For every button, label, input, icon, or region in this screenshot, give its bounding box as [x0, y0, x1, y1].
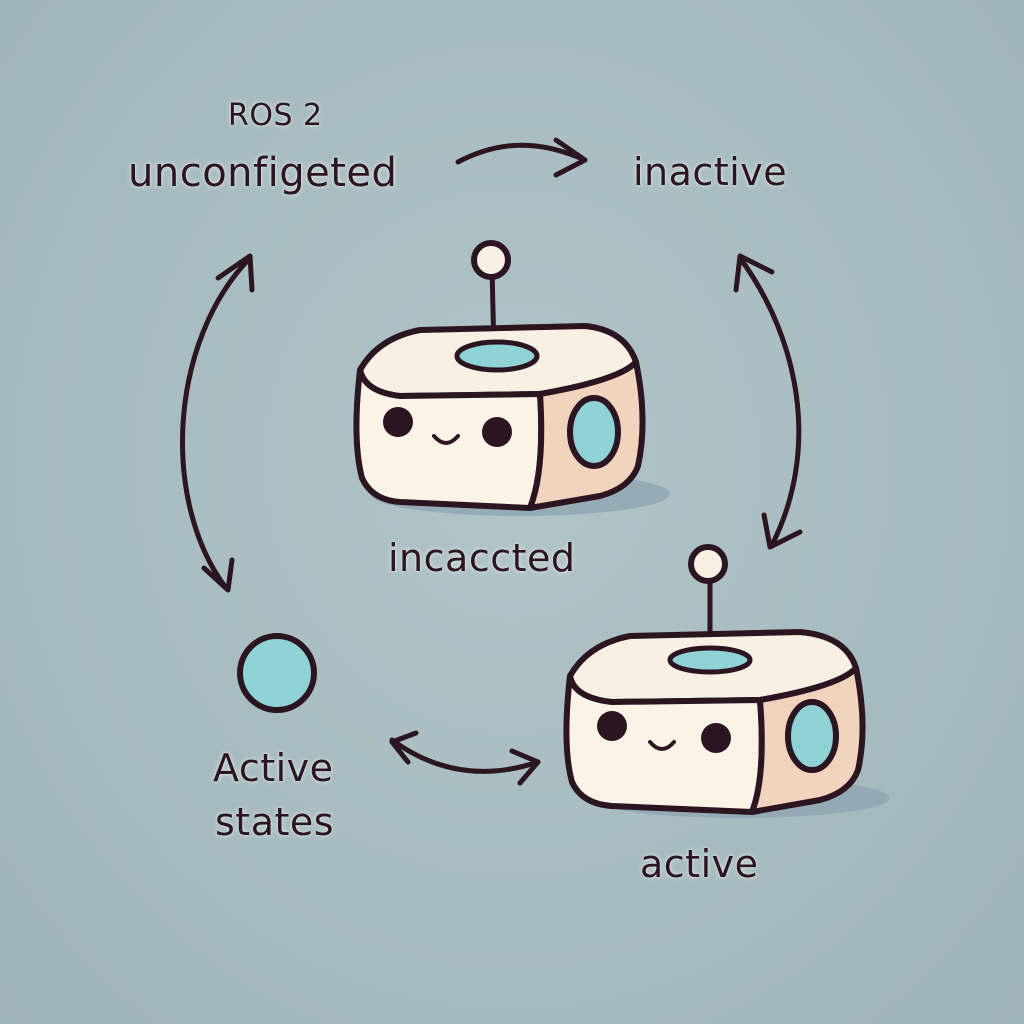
arrow-unconfigured-to-inactive — [455, 137, 588, 178]
active-states-label-line1: Active — [213, 746, 334, 790]
robot-top-antenna-ball — [471, 240, 511, 280]
unconfigured-state-label: unconfigeted — [128, 150, 398, 196]
robot-top — [353, 240, 670, 516]
inactive-state-label: inactive — [633, 150, 788, 194]
arrow-left-cycle — [180, 253, 255, 593]
robot-top-mouth — [432, 434, 460, 445]
robot-bottom-eye-right — [701, 723, 731, 753]
robot-bottom-mouth — [648, 740, 676, 751]
robot-bottom — [563, 544, 890, 818]
robot-bottom-eye-left — [597, 711, 627, 741]
robot-top-eye-left — [383, 407, 413, 437]
arrow-active-states-to-active — [389, 730, 541, 786]
active-states-circle — [237, 633, 317, 713]
robot-bottom-side-port — [785, 699, 839, 773]
robot-top-hatch — [454, 339, 540, 373]
robot-bottom-caption: active — [640, 842, 759, 886]
robot-top-caption: incaccted — [388, 536, 576, 580]
robot-top-eye-right — [482, 417, 512, 447]
robot-top-side-port — [567, 395, 621, 469]
robot-bottom-antenna-ball — [688, 544, 728, 584]
active-states-label-line2: states — [215, 800, 335, 844]
robot-bottom-hatch — [667, 645, 753, 675]
ros-label: ROS 2 — [228, 98, 323, 133]
arrow-right-cycle — [733, 253, 803, 550]
